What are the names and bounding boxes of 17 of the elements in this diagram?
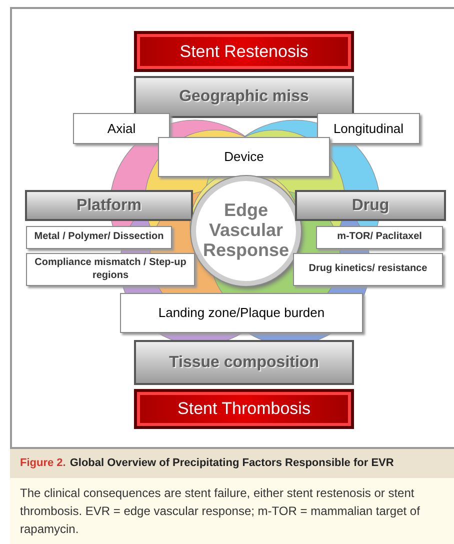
category-box: Platform xyxy=(25,190,193,221)
outcome-box: Stent Restenosis xyxy=(134,31,354,72)
figure-number: Figure 2. xyxy=(20,456,66,472)
factor-box: Landing zone/Plaque burden xyxy=(120,293,363,333)
factor-box: Device xyxy=(158,137,330,177)
category-box: Geographic miss xyxy=(134,76,354,118)
factor-box: m-TOR/ Paclitaxel xyxy=(316,226,443,249)
factor-box: Longitudinal xyxy=(317,113,420,144)
factor-box: Drug kinetics/ resistance xyxy=(293,253,443,286)
category-box: Tissue composition xyxy=(134,340,354,385)
figure-caption: The clinical consequences are stent failure, either stent restenosis or stent thrombosis. EVR = edge vascular response; m-TOR = mammalian target of rapamycin. xyxy=(20,485,421,538)
factor-box: Metal / Polymer/ Dissection xyxy=(26,226,172,249)
outcome-box: Stent Thrombosis xyxy=(134,389,354,429)
factor-box: Compliance mismatch / Step-up regions xyxy=(26,253,195,286)
factor-box: Axial xyxy=(73,113,170,144)
category-box: Drug xyxy=(295,190,446,221)
figure-title: Global Overview of Precipitating Factors Responsible for EVR xyxy=(70,456,394,472)
